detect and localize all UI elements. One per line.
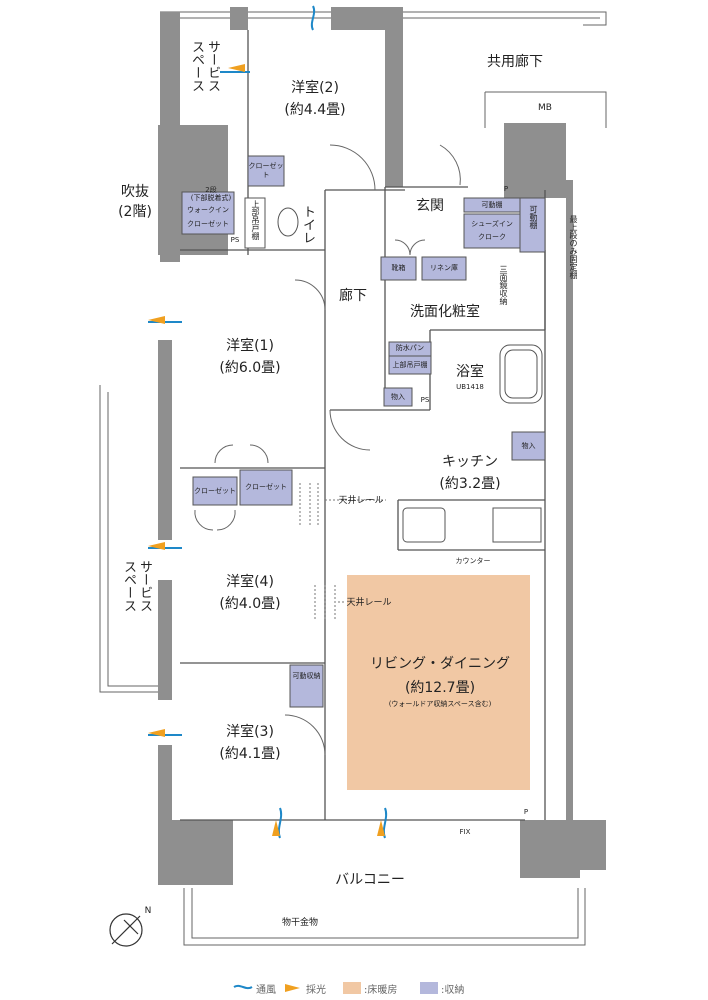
service-space-top-b: スペース <box>189 40 204 92</box>
mirror-storage: 三面鏡収納 <box>499 265 508 305</box>
legend-wind: 通風 <box>256 985 276 996</box>
legend-light: 採光 <box>306 985 326 996</box>
legend-heating: :床暖房 <box>364 985 398 996</box>
closet-top-label: クローゼット <box>248 162 284 179</box>
closet-room4-a: クローゼット <box>194 487 236 495</box>
light-icon <box>285 984 300 992</box>
common-corridor-label: 共用廊下 <box>487 54 543 70</box>
walkin-b: クローゼット <box>187 220 229 228</box>
kadou-shuno: 可動収納 <box>292 672 321 680</box>
genkan-label: 玄関 <box>416 198 444 214</box>
fukinuke-sub: (2階) <box>118 204 152 220</box>
ps-label-wash: PS <box>420 396 430 404</box>
kadou-shelf-vertical: 可動棚 <box>529 205 538 229</box>
service-space-left-b: スペース <box>121 560 136 612</box>
legend-storage: :収納 <box>441 985 465 996</box>
walkin-2dan: 2段 <box>205 186 217 194</box>
linen-label: リネン庫 <box>430 264 458 272</box>
monoire-kitchen: 物入 <box>521 442 536 450</box>
kitchen-size: (約3.2畳) <box>439 476 501 492</box>
room4-size: (約4.0畳) <box>219 596 281 612</box>
balcony-label: バルコニー <box>335 872 405 888</box>
room2-size: (約4.4畳) <box>284 102 346 118</box>
ld-size: (約12.7畳) <box>404 680 476 696</box>
ps-label-toilet: PS <box>230 236 240 244</box>
senmen-label: 洗面化粧室 <box>410 304 480 320</box>
p-label-top: P <box>503 185 509 193</box>
room2-name: 洋室(2) <box>291 80 339 96</box>
kadou-shelf: 可動棚 <box>481 201 503 209</box>
toilet-label: トイレ <box>300 205 315 244</box>
monoire-wash: 物入 <box>391 393 405 401</box>
saijo-fixed-shelf: 最上段のみ固定棚 <box>569 215 578 279</box>
walkin-shita: (下部脱着式) <box>190 194 232 202</box>
room1-name: 洋室(1) <box>226 338 274 354</box>
walkin-a: ウォークイン <box>187 206 229 214</box>
p-label-bottom: P <box>523 808 529 816</box>
upper-cabinet-wash: 上部吊戸棚 <box>392 361 428 369</box>
bath-sub: UB1418 <box>456 383 484 391</box>
counter-label: カウンター <box>455 557 491 565</box>
room4-name: 洋室(4) <box>226 574 274 590</box>
ceiling-rail-2: 天井レール <box>346 598 392 608</box>
shoes-in-a: シューズイン <box>471 220 513 228</box>
mb-label: MB <box>538 103 552 113</box>
toilet-upper-cabinet: 上部吊戸棚 <box>251 200 260 240</box>
shoes-in-b: クローク <box>478 233 506 241</box>
hallway-label: 廊下 <box>339 288 367 304</box>
room1-size: (約6.0畳) <box>219 360 281 376</box>
bath-name: 浴室 <box>456 364 484 380</box>
kutsubako-label: 靴箱 <box>391 264 406 272</box>
service-space-top-a: サービス <box>205 40 220 92</box>
ld-note: (ウォールドア収納スペース含む) <box>388 700 492 708</box>
storage-swatch <box>420 982 438 994</box>
heating-swatch <box>343 982 361 994</box>
monohoshi-label: 物干金物 <box>281 918 318 928</box>
closet-room1: クローゼット <box>245 483 287 491</box>
fix-label: FIX <box>459 828 471 836</box>
room3-name: 洋室(3) <box>226 724 274 740</box>
room3-size: (約4.1畳) <box>219 746 281 762</box>
wind-icon <box>233 984 253 990</box>
bousui-pan: 防水パン <box>395 344 425 352</box>
ld-name: リビング・ダイニング <box>370 656 510 672</box>
fukinuke-label: 吹抜 <box>121 184 149 200</box>
ceiling-rail-1: 天井レール <box>338 496 384 506</box>
service-space-left-a: サービス <box>137 560 152 612</box>
kitchen-name: キッチン <box>442 454 498 470</box>
compass-n: N <box>144 906 152 916</box>
